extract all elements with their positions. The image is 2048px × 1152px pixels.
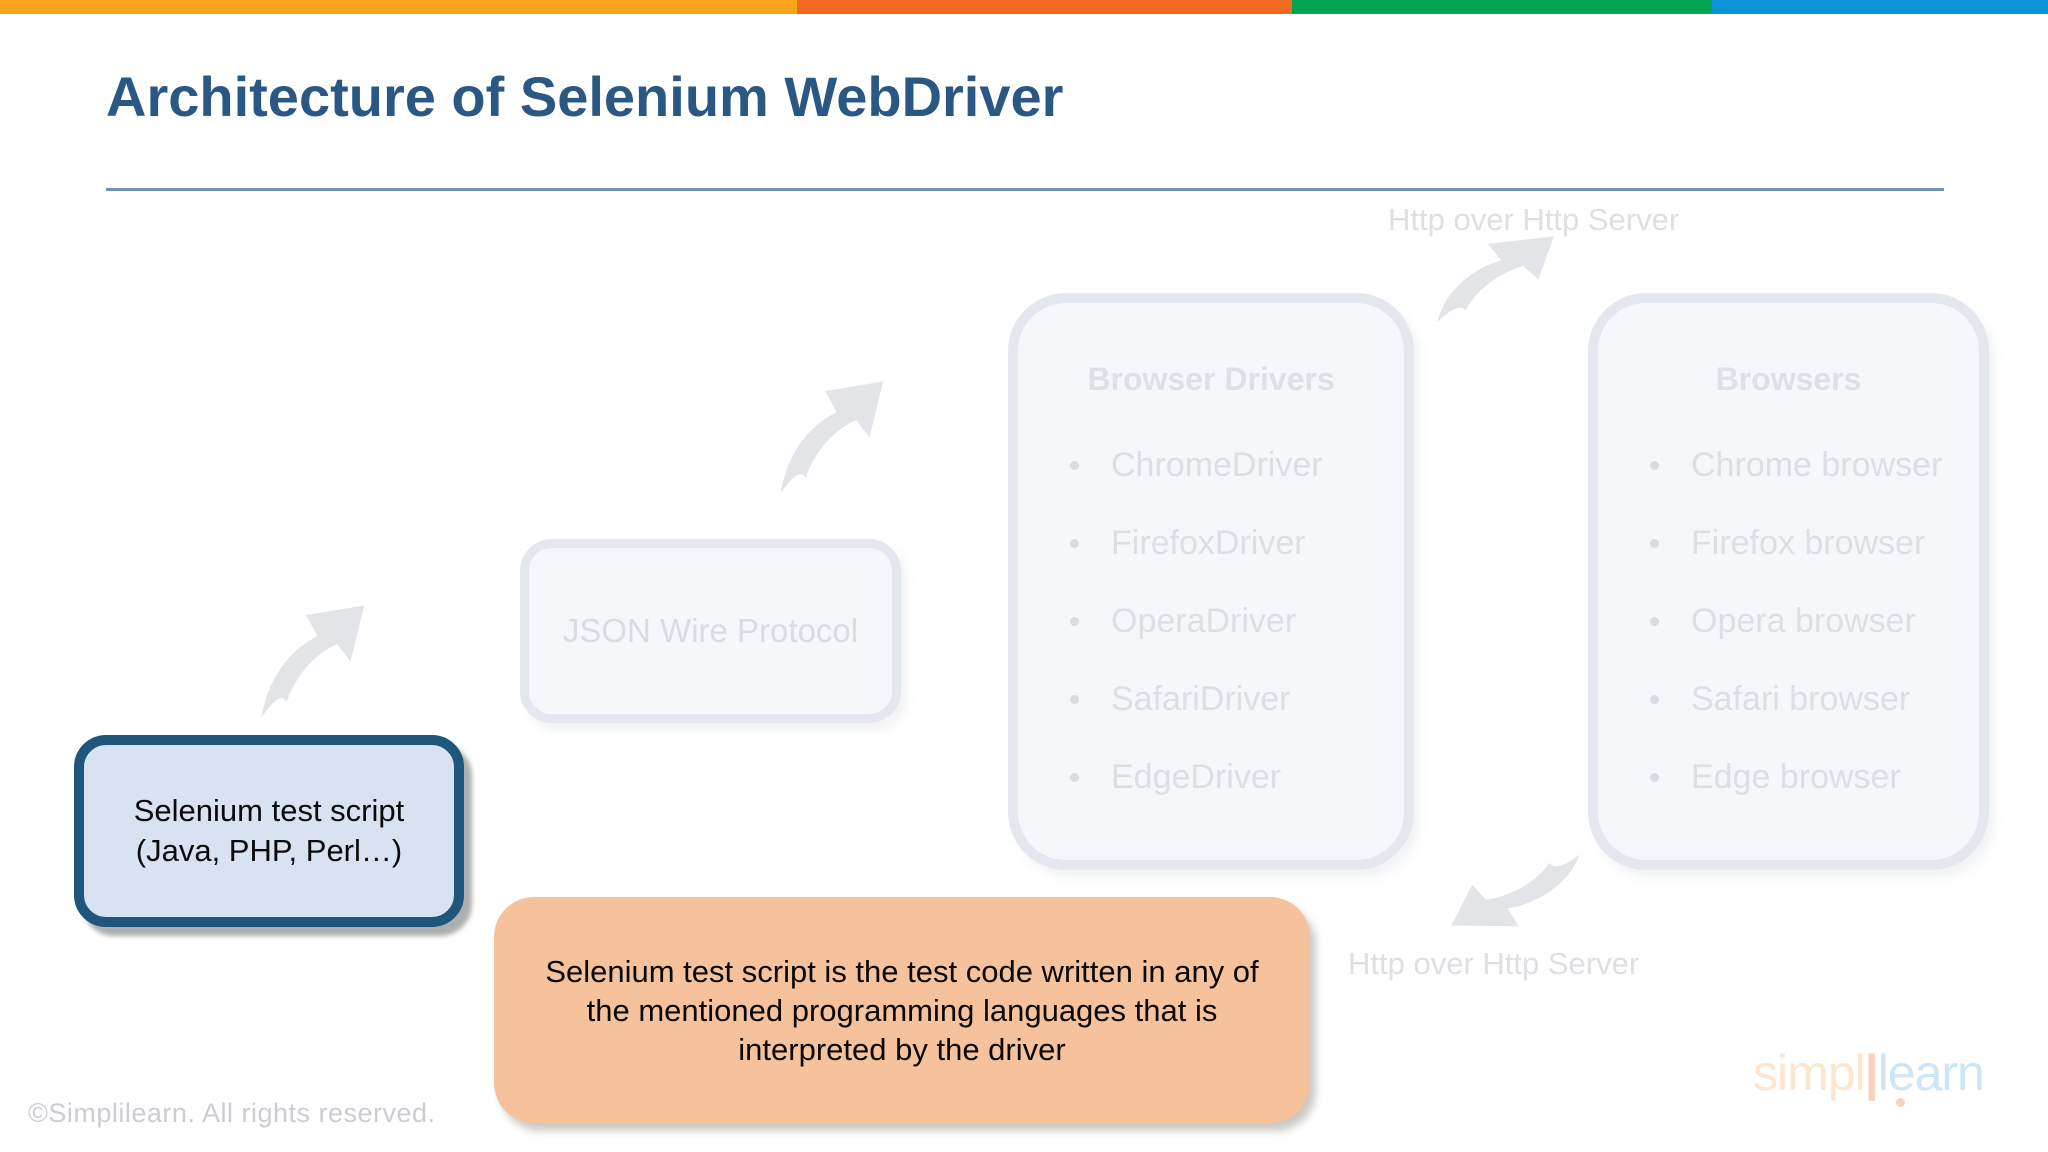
top-bar-segment-amber [0, 0, 797, 14]
list-item-label: Safari browser [1691, 679, 1911, 718]
bullet-icon [1070, 694, 1079, 704]
top-bar-segment-orange [797, 0, 1292, 14]
http-over-http-server-label-top: Http over Http Server [1388, 202, 1680, 237]
list-item-label: Firefox browser [1691, 523, 1926, 562]
browsers-box: Browsers Chrome browser Firefox browser … [1588, 293, 1989, 870]
curved-arrow-icon [1415, 832, 1594, 952]
list-item: Firefox browser [1650, 504, 1979, 582]
list-item: Chrome browser [1650, 426, 1979, 504]
selenium-test-script-box: Selenium test script (Java, PHP, Perl…) [74, 735, 464, 927]
list-item: Edge browser [1650, 738, 1979, 816]
selenium-test-script-line1: Selenium test script [133, 793, 405, 828]
bullet-icon [1070, 616, 1079, 626]
list-item: EdgeDriver [1070, 738, 1404, 816]
top-bar-segment-blue [1712, 0, 2048, 14]
description-callout-text: Selenium test script is the test code wr… [545, 953, 1259, 1067]
json-wire-protocol-box: JSON Wire Protocol [520, 539, 901, 723]
logo-separator: | [1864, 1045, 1879, 1101]
list-item: ChromeDriver [1070, 426, 1404, 504]
selenium-test-script-line2: (Java, PHP, Perl…) [135, 833, 403, 868]
browser-drivers-list: ChromeDriver FirefoxDriver OperaDriver S… [1018, 426, 1404, 816]
curved-arrow-icon [769, 368, 914, 498]
bullet-icon [1650, 616, 1659, 626]
list-item-label: ChromeDriver [1111, 445, 1323, 484]
simplilearn-logo: simpl|learn [1753, 1044, 1985, 1107]
bullet-icon [1070, 538, 1079, 548]
list-item: Safari browser [1650, 660, 1979, 738]
list-item: Opera browser [1650, 582, 1979, 660]
bullet-icon [1650, 772, 1659, 782]
bullet-icon [1650, 460, 1659, 470]
top-color-bar [0, 0, 2048, 14]
logo-text-simpl: simpl [1753, 1045, 1866, 1101]
logo-dot-icon [1896, 1098, 1905, 1107]
json-wire-protocol-label: JSON Wire Protocol [562, 612, 859, 649]
browser-drivers-box: Browser Drivers ChromeDriver FirefoxDriv… [1008, 293, 1414, 870]
list-item: FirefoxDriver [1070, 504, 1404, 582]
browser-drivers-title: Browser Drivers [1087, 361, 1335, 397]
description-callout: Selenium test script is the test code wr… [494, 897, 1310, 1123]
page-title: Architecture of Selenium WebDriver [106, 65, 1064, 128]
list-item-label: SafariDriver [1111, 679, 1291, 718]
list-item: OperaDriver [1070, 582, 1404, 660]
title-underline [106, 188, 1944, 191]
logo-text-learn: learn [1877, 1045, 1985, 1101]
bullet-icon [1070, 460, 1079, 470]
list-item-label: FirefoxDriver [1111, 523, 1306, 562]
top-bar-segment-green [1292, 0, 1712, 14]
browsers-list: Chrome browser Firefox browser Opera bro… [1598, 426, 1979, 816]
list-item: SafariDriver [1070, 660, 1404, 738]
list-item-label: Chrome browser [1691, 445, 1943, 484]
copyright-text: ©Simplilearn. All rights reserved. [28, 1098, 436, 1128]
list-item-label: OperaDriver [1111, 601, 1297, 640]
curved-arrow-icon [250, 592, 395, 722]
bullet-icon [1650, 694, 1659, 704]
bullet-icon [1650, 538, 1659, 548]
list-item-label: Edge browser [1691, 757, 1901, 796]
list-item-label: Opera browser [1691, 601, 1916, 640]
browsers-title: Browsers [1715, 361, 1862, 397]
curved-arrow-icon [1424, 226, 1589, 326]
bullet-icon [1070, 772, 1079, 782]
list-item-label: EdgeDriver [1111, 757, 1282, 796]
http-over-http-server-label-bottom: Http over Http Server [1348, 946, 1640, 981]
